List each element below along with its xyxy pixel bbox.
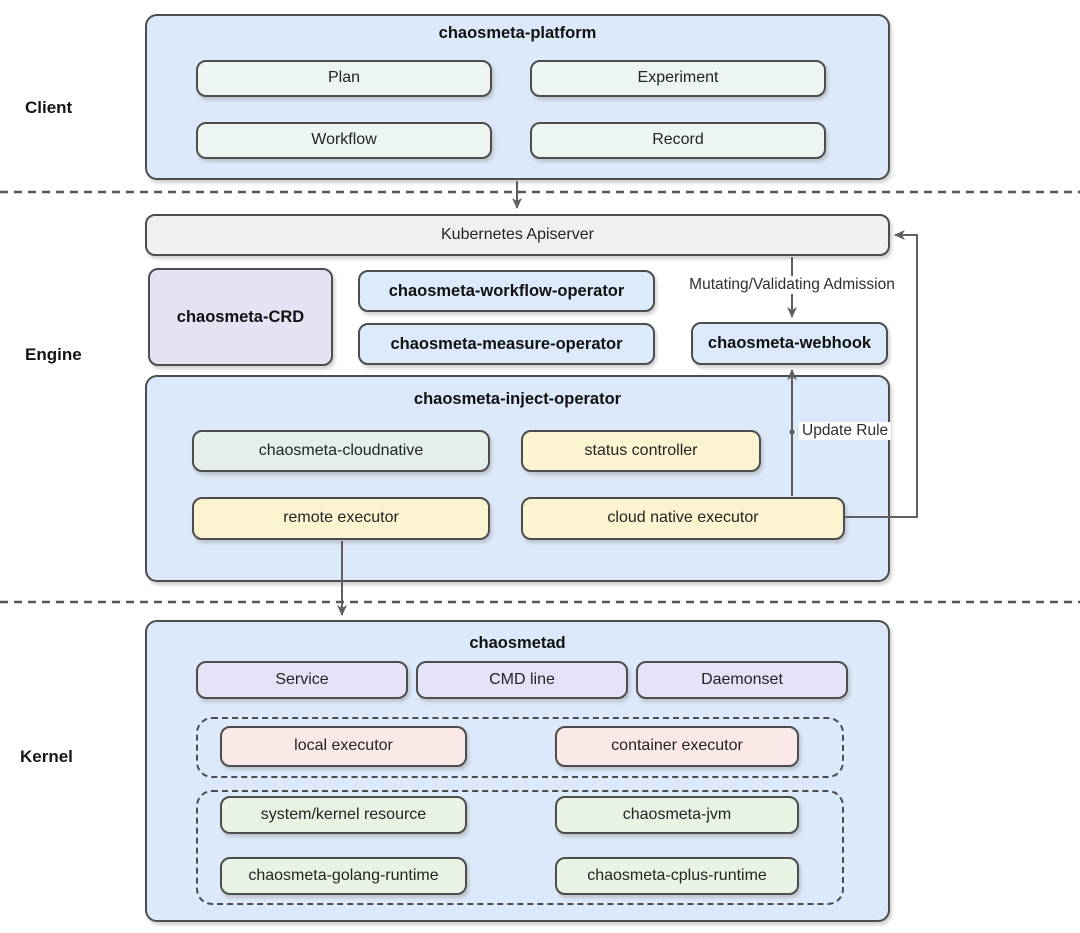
executor-dashed-group [196, 717, 844, 778]
node-workflow-operator: chaosmeta-workflow-operator [358, 270, 655, 312]
node-status-controller: status controller [521, 430, 761, 472]
node-record: Record [530, 122, 826, 159]
inject-operator-title: chaosmeta-inject-operator [413, 390, 622, 408]
node-cplus-runtime: chaosmeta-cplus-runtime [555, 857, 799, 895]
node-daemonset: Daemonset [636, 661, 848, 699]
node-remote-executor: remote executor [192, 497, 490, 540]
layer-label-engine: Engine [25, 345, 82, 364]
node-local-executor: local executor [220, 726, 467, 767]
node-experiment: Experiment [530, 60, 826, 97]
node-webhook: chaosmeta-webhook [691, 322, 888, 365]
layer-label-kernel: Kernel [20, 747, 73, 766]
admission-edge-label: Mutating/Validating Admission [686, 276, 898, 294]
node-plan: Plan [196, 60, 492, 97]
node-service: Service [196, 661, 408, 699]
update-rule-edge-label: Update Rule [799, 422, 892, 440]
node-kubernetes-apiserver: Kubernetes Apiserver [145, 214, 890, 256]
node-workflow: Workflow [196, 122, 492, 159]
chaosmetad-title: chaosmetad [469, 634, 566, 652]
runtime-dashed-group [196, 790, 844, 905]
node-chaosmeta-jvm: chaosmeta-jvm [555, 796, 799, 834]
inject-operator-container: chaosmeta-inject-operator [145, 375, 890, 582]
node-cmd-line: CMD line [416, 661, 628, 699]
node-measure-operator: chaosmeta-measure-operator [358, 323, 655, 365]
node-chaosmeta-crd: chaosmeta-CRD [148, 268, 333, 366]
node-system-kernel-resource: system/kernel resource [220, 796, 467, 834]
node-cloud-native-executor: cloud native executor [521, 497, 845, 540]
node-container-executor: container executor [555, 726, 799, 767]
node-cloudnative: chaosmeta-cloudnative [192, 430, 490, 472]
node-golang-runtime: chaosmeta-golang-runtime [220, 857, 467, 895]
platform-title: chaosmeta-platform [438, 24, 597, 42]
layer-label-client: Client [25, 98, 73, 117]
